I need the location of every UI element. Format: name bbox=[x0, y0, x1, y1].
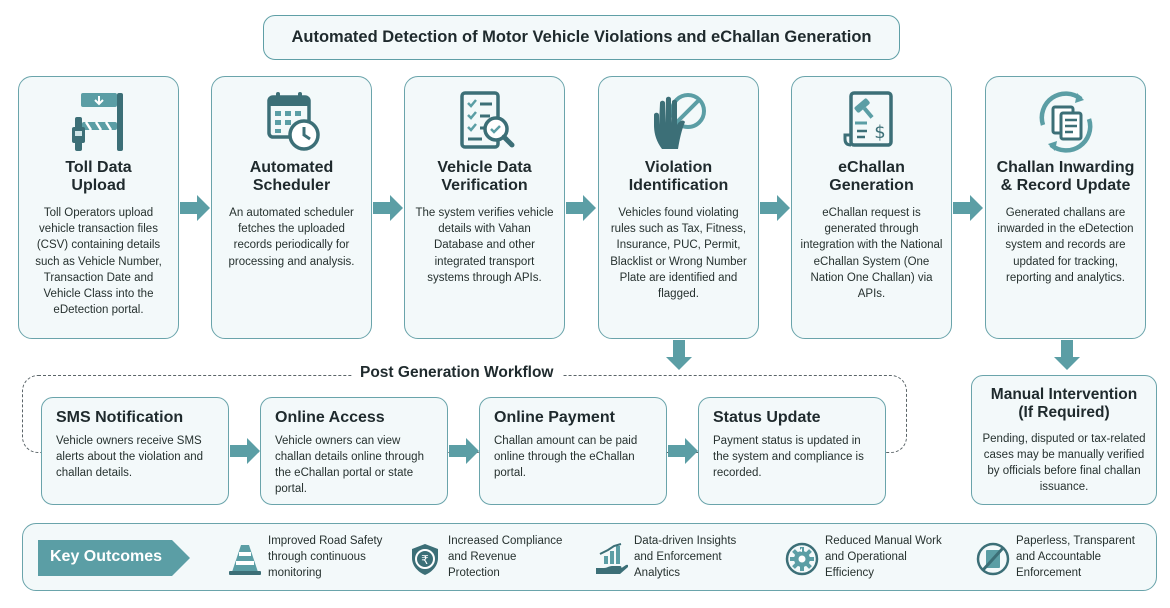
workflow-title: SMS Notification bbox=[56, 409, 184, 426]
step-title: eChallan Generation bbox=[829, 159, 914, 194]
step-title: Violation Identification bbox=[628, 159, 729, 194]
outcome-text: Increased Compliance and Revenue Protect… bbox=[448, 535, 563, 579]
step-title: Vehicle Data Verification bbox=[437, 159, 532, 194]
key-outcomes-label: Key Outcomes bbox=[50, 548, 163, 565]
flow-arrow-down bbox=[666, 340, 692, 370]
step-card-challan-inwarding: Challan Inwarding & Record Update Genera… bbox=[985, 76, 1146, 339]
checklist-magnifier-icon bbox=[450, 87, 520, 157]
stop-hand-icon bbox=[644, 87, 714, 157]
flow-arrow-right bbox=[180, 195, 210, 221]
step-card-echallan-generation: $ eChallan Generation eChallan request i… bbox=[791, 76, 952, 339]
flow-arrow-right bbox=[373, 195, 403, 221]
hand-chart-icon bbox=[596, 543, 628, 574]
workflow-card-online-payment: Online Payment Challan amount can be pai… bbox=[479, 397, 667, 505]
outcome-item: Data-driven Insights and Enforcement Ana… bbox=[594, 532, 774, 584]
manual-title: Manual Intervention (If Required) bbox=[990, 386, 1138, 421]
outcome-item: ₹ Increased Compliance and Revenue Prote… bbox=[408, 532, 588, 584]
workflow-description: Challan amount can be paid online throug… bbox=[494, 435, 638, 479]
diagram-title-box: Automated Detection of Motor Vehicle Vio… bbox=[263, 15, 900, 60]
rupee-shield-icon: ₹ bbox=[412, 544, 438, 575]
workflow-description: Vehicle owners receive SMS alerts about … bbox=[56, 435, 204, 479]
flow-arrow-down bbox=[1054, 340, 1080, 370]
step-description: Generated challans are inwarded in the e… bbox=[997, 207, 1134, 284]
flow-arrow-right bbox=[953, 195, 983, 221]
flow-arrow-right bbox=[449, 438, 479, 464]
flow-arrow-right bbox=[566, 195, 596, 221]
gear-arrows-icon bbox=[785, 542, 819, 576]
step-card-vehicle-data-verification: Vehicle Data Verification The system ver… bbox=[404, 76, 565, 339]
flow-arrow-right bbox=[668, 438, 698, 464]
workflow-label: Post Generation Workflow bbox=[352, 364, 562, 382]
calendar-clock-icon bbox=[257, 87, 327, 157]
traffic-cone-icon bbox=[229, 545, 261, 575]
step-title: Challan Inwarding & Record Update bbox=[996, 159, 1135, 194]
outcome-text: Improved Road Safety through continuous … bbox=[268, 535, 383, 579]
diagram-title: Automated Detection of Motor Vehicle Vio… bbox=[291, 28, 872, 46]
flow-arrow-right bbox=[230, 438, 260, 464]
workflow-title: Online Access bbox=[275, 409, 385, 426]
step-card-automated-scheduler: Automated Scheduler An automated schedul… bbox=[211, 76, 372, 339]
step-title: Toll Data Upload bbox=[65, 159, 132, 194]
svg-text:$: $ bbox=[874, 122, 885, 143]
outcome-text: Data-driven Insights and Enforcement Ana… bbox=[634, 535, 737, 579]
step-card-toll-data-upload: Toll Data Upload Toll Operators upload v… bbox=[18, 76, 179, 339]
key-outcomes-panel: Key Outcomes Improved Road Safety throug… bbox=[22, 523, 1157, 591]
workflow-description: Payment status is updated in the system … bbox=[713, 435, 864, 479]
step-description: Toll Operators upload vehicle transactio… bbox=[35, 207, 162, 317]
step-description: Vehicles found violating rules such as T… bbox=[610, 207, 747, 301]
workflow-title: Status Update bbox=[713, 409, 821, 426]
no-paper-icon bbox=[976, 542, 1010, 576]
step-title: Automated Scheduler bbox=[249, 159, 334, 194]
workflow-card-online-access: Online Access Vehicle owners can view ch… bbox=[260, 397, 448, 505]
outcome-item: Paperless, Transparent and Accountable E… bbox=[976, 532, 1151, 584]
step-description: An automated scheduler fetches the uploa… bbox=[228, 207, 355, 268]
svg-text:₹: ₹ bbox=[421, 553, 429, 567]
manual-description: Pending, disputed or tax-related cases m… bbox=[982, 433, 1146, 493]
gavel-document-icon: $ bbox=[837, 87, 907, 157]
step-description: The system verifies vehicle details with… bbox=[415, 207, 554, 284]
workflow-title: Online Payment bbox=[494, 409, 615, 426]
step-card-violation-identification: Violation Identification Vehicles found … bbox=[598, 76, 759, 339]
flow-arrow-right bbox=[760, 195, 790, 221]
sync-documents-icon bbox=[1031, 87, 1101, 157]
manual-intervention-card: Manual Intervention (If Required) Pendin… bbox=[971, 375, 1157, 505]
workflow-card-sms-notification: SMS Notification Vehicle owners receive … bbox=[41, 397, 229, 505]
key-outcomes-badge: Key Outcomes bbox=[38, 540, 190, 576]
step-description: eChallan request is generated through in… bbox=[800, 207, 943, 301]
outcome-item: Reduced Manual Work and Operational Effi… bbox=[785, 532, 965, 584]
workflow-card-status-update: Status Update Payment status is updated … bbox=[698, 397, 886, 505]
outcome-text: Paperless, Transparent and Accountable E… bbox=[1016, 535, 1135, 579]
toll-barrier-icon bbox=[64, 87, 134, 157]
outcome-item: Improved Road Safety through continuous … bbox=[228, 532, 398, 584]
workflow-description: Vehicle owners can view challan details … bbox=[275, 435, 424, 495]
outcome-text: Reduced Manual Work and Operational Effi… bbox=[825, 535, 942, 579]
